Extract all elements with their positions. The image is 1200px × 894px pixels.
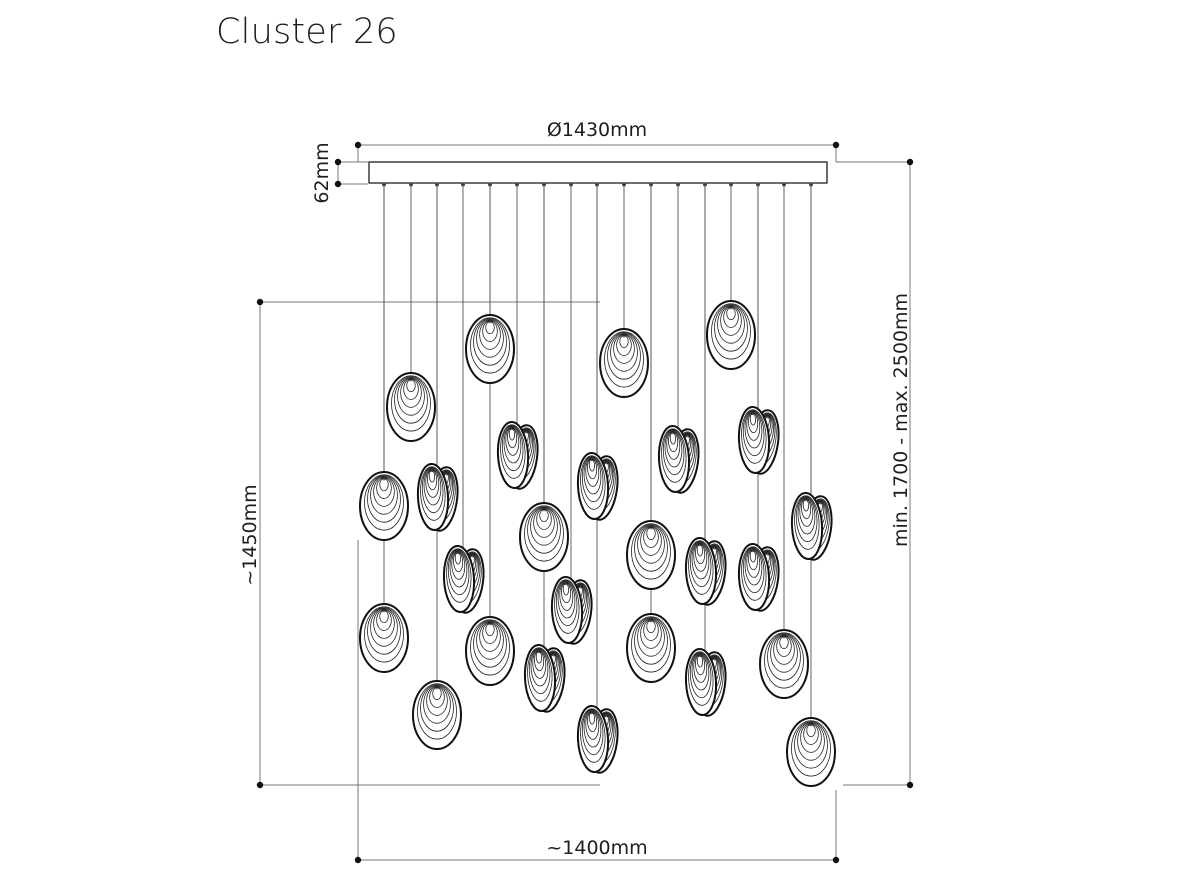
pendant-shade [465,314,515,384]
pendant-shade [496,421,539,490]
pendant-shade [412,680,462,750]
pendant-shade [737,406,780,475]
pendant-shade [386,372,436,442]
pendant-shade [576,705,619,774]
pendant-shade [786,717,836,787]
pendant-shade [599,328,649,398]
pendant-shade [759,629,809,699]
width-label: ~1400mm [546,837,647,859]
canopy-height-label: 62mm [311,142,333,203]
pendant-shade [657,425,700,494]
dimension-endpoints [256,141,914,864]
pendant-shade [523,644,566,713]
total-height-label: min. 1700 - max. 2500mm [890,293,912,547]
cluster-height-label: ~1450mm [239,484,261,585]
pendant-shade [576,452,619,521]
product-title: Cluster 26 [216,12,398,52]
pendant-shade [359,471,409,541]
pendant-shade [416,463,459,532]
pendant-shade [626,520,676,590]
pendant-shade [790,492,833,561]
pendant-shade [465,616,515,686]
dimension-lines [259,144,911,861]
pendants [359,300,836,787]
pendant-shade [737,543,780,612]
pendant-shade [684,537,727,606]
canopy [368,161,828,184]
diameter-label: Ø1430mm [547,119,647,141]
pendant-shade [359,603,409,673]
pendant-shade [706,300,756,370]
pendant-shade [684,648,727,717]
pendant-shade [519,502,569,572]
pendant-shade [626,613,676,683]
pendant-shade [550,576,593,645]
pendant-shade [442,545,485,614]
